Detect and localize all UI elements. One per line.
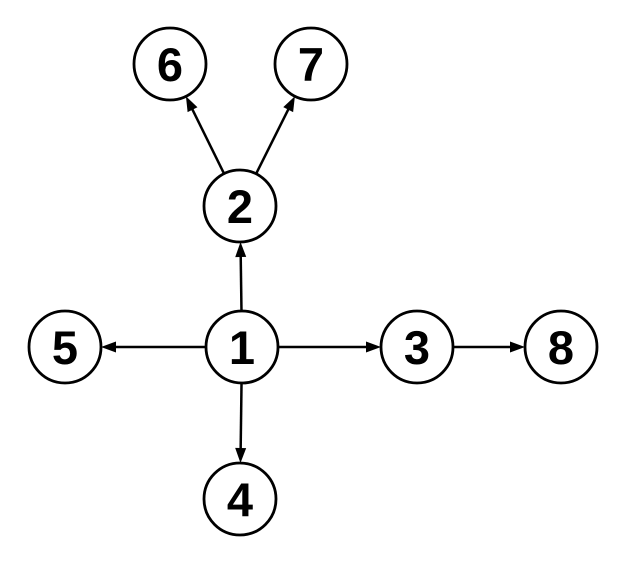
edge-1-to-4	[239, 382, 243, 451]
node-circle-7	[273, 26, 349, 102]
node-label-4: 4	[227, 473, 253, 526]
node-1: 1	[204, 309, 280, 385]
node-2: 2	[202, 168, 278, 244]
edge-2-to-6	[190, 107, 226, 175]
node-circle-8	[523, 309, 599, 385]
node-label-5: 5	[52, 321, 78, 374]
node-6: 6	[132, 26, 208, 102]
edge-1-to-2	[239, 254, 243, 312]
node-label-1: 1	[229, 321, 255, 374]
node-circle-2	[202, 168, 278, 244]
node-4: 4	[202, 461, 278, 537]
node-label-2: 2	[227, 180, 253, 233]
arrowhead-icon	[235, 447, 247, 464]
node-label-8: 8	[548, 321, 574, 374]
node-label-3: 3	[404, 321, 430, 374]
node-circle-4	[202, 461, 278, 537]
node-label-7: 7	[298, 38, 324, 91]
node-label-6: 6	[157, 38, 183, 91]
node-7: 7	[273, 26, 349, 102]
arrowhead-icon	[510, 341, 525, 353]
edge-2-to-7	[254, 107, 291, 175]
arrowhead-icon	[185, 96, 198, 113]
arrowhead-icon	[366, 341, 381, 353]
arrowhead-icon	[235, 241, 247, 258]
arrowhead-icon	[101, 341, 116, 353]
arrowhead-icon	[283, 96, 295, 113]
node-circle-1	[204, 309, 280, 385]
node-circle-6	[132, 26, 208, 102]
node-3: 3	[379, 309, 455, 385]
node-8: 8	[523, 309, 599, 385]
node-circle-5	[27, 309, 103, 385]
node-circle-3	[379, 309, 455, 385]
node-5: 5	[27, 309, 103, 385]
